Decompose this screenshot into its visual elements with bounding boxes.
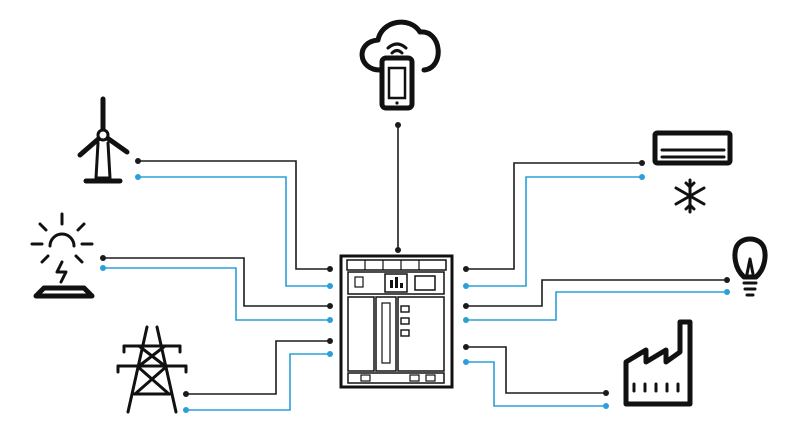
connector-solar [100,255,333,323]
circuit-breaker-icon [339,254,454,389]
solar-panel-icon [30,212,95,299]
connector-cloud-controller [395,122,401,253]
air-conditioner-icon [652,130,733,214]
factory-icon [623,319,693,407]
light-bulb-icon [732,236,768,297]
connector-light-bulb [463,277,730,323]
connector-air-conditioner [463,160,645,289]
cloud-smartphone-icon [359,19,441,111]
wind-turbine-icon [77,96,130,184]
snowflake-icon [674,178,706,214]
transmission-tower-icon [116,325,188,414]
connector-power-pylon [183,338,333,413]
connector-factory [463,344,609,409]
connector-wind-turbine [135,158,333,289]
